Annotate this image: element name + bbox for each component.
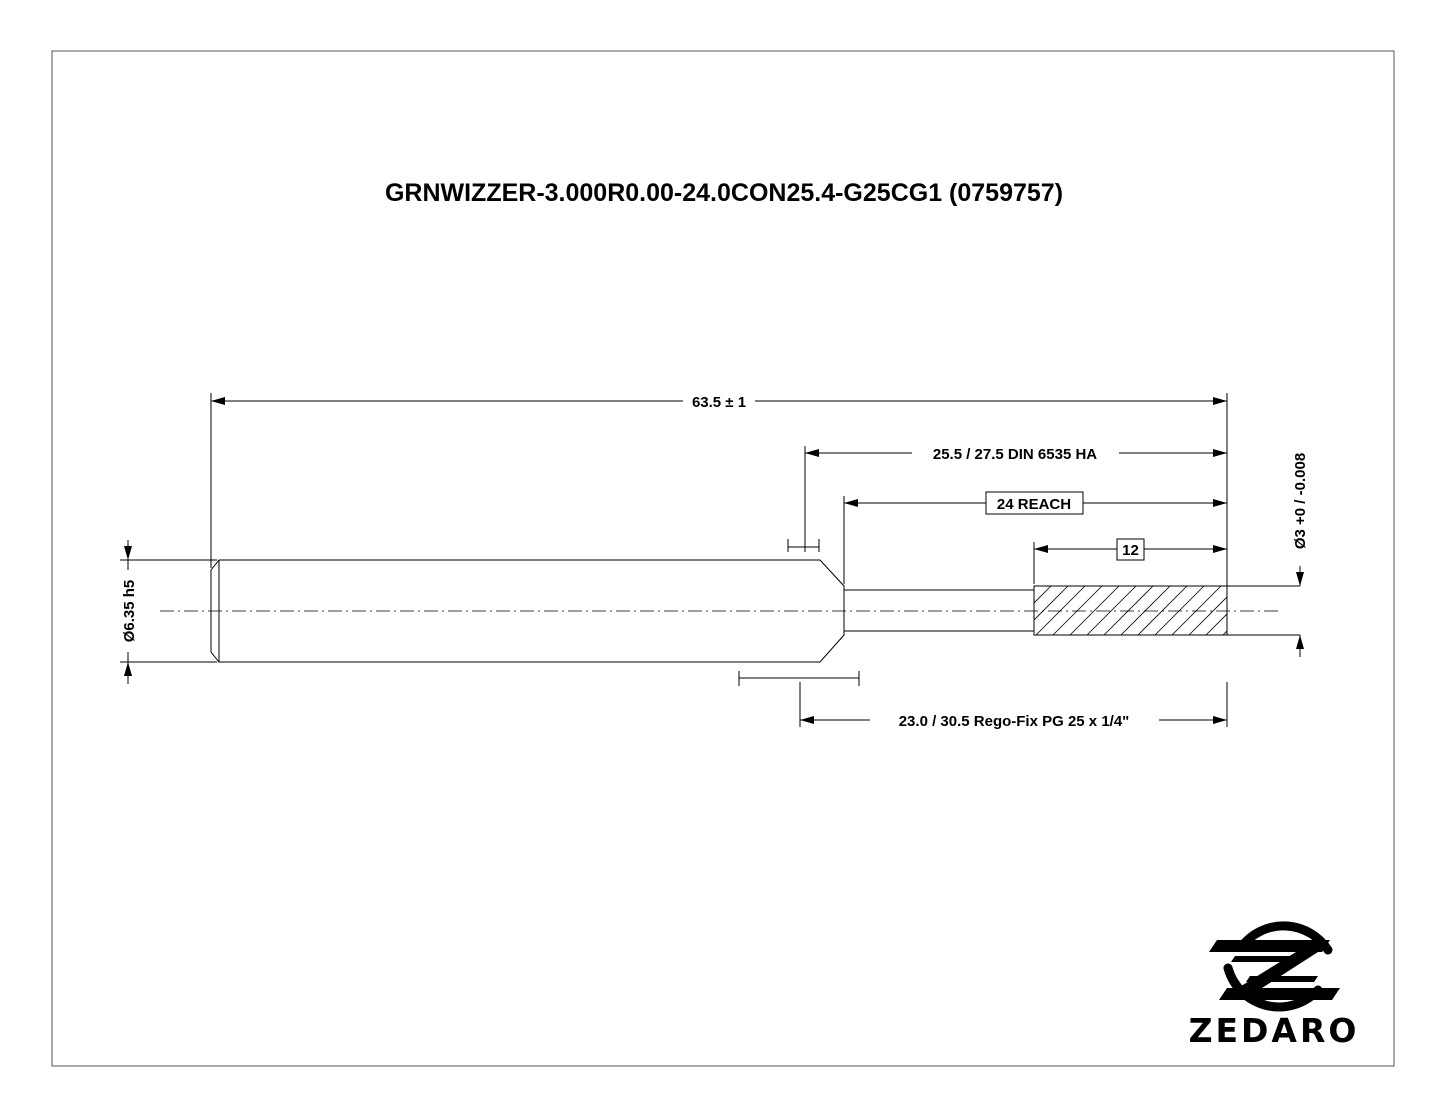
- hatch-line: [1188, 596, 1227, 635]
- drawing-title: GRNWIZZER-3.000R0.00-24.0CON25.4-G25CG1 …: [385, 179, 1063, 207]
- hatch-line: [1052, 586, 1103, 635]
- dim-shank-diameter: Ø6.35 h5: [121, 540, 138, 684]
- zedaro-emblem-icon: [1209, 921, 1340, 1012]
- zedaro-logo: ZEDARO: [1189, 921, 1360, 1050]
- hatch-line: [1222, 630, 1227, 635]
- hatch-line: [1034, 586, 1035, 587]
- flute-length-label: 12: [1122, 542, 1139, 559]
- dim-overall-length: 63.5 ± 1: [211, 394, 1227, 411]
- din-length-label: 25.5 / 27.5 DIN 6535 HA: [933, 446, 1097, 463]
- hatch-line: [1120, 586, 1171, 635]
- overall-length-label: 63.5 ± 1: [692, 394, 746, 411]
- hatch-line: [1069, 586, 1120, 635]
- dim-reach: 24 REACH: [844, 491, 1227, 515]
- dim-rego-fix: 23.0 / 30.5 Rego-Fix PG 25 x 1/4": [800, 713, 1227, 730]
- hatch-line: [1240, 586, 1289, 635]
- hatch-line: [1034, 586, 1052, 604]
- dim-din-length: 25.5 / 27.5 DIN 6535 HA: [805, 446, 1227, 463]
- shank-diameter-label: Ø6.35 h5: [121, 580, 138, 643]
- hatch-line: [1137, 586, 1188, 635]
- reach-label: 24 REACH: [997, 496, 1071, 513]
- sheet-border: [51, 50, 1395, 1067]
- hatch-line: [1035, 586, 1086, 635]
- dim-flute-length: 12: [1034, 538, 1227, 561]
- rego-fix-label: 23.0 / 30.5 Rego-Fix PG 25 x 1/4": [899, 713, 1130, 730]
- hatch-line: [1171, 586, 1222, 635]
- brand-name: ZEDARO: [1189, 1011, 1360, 1050]
- hatch-line: [1205, 613, 1227, 635]
- tool-outline: [210, 559, 1300, 663]
- hatch-line: [1086, 586, 1137, 635]
- hatch-line: [1154, 586, 1205, 635]
- flute-hatching: [1034, 586, 1289, 635]
- hatch-line: [1103, 586, 1154, 635]
- hatch-line: [1034, 586, 1069, 621]
- cutting-diameter-label: Ø3 +0 / -0.008: [1292, 453, 1309, 549]
- dim-cutting-diameter: Ø3 +0 / -0.008: [1292, 453, 1309, 657]
